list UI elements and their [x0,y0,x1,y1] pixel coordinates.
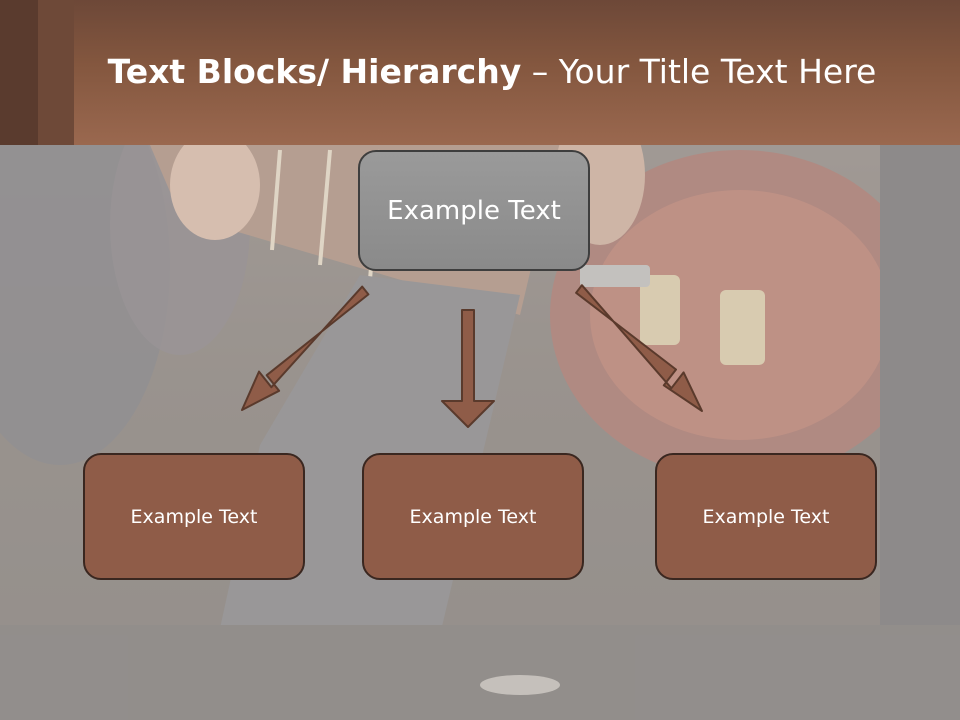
arrow-left [241,285,370,411]
child-box-center: Example Text [362,453,584,580]
top-level-box-label: Example Text [387,195,561,226]
child-box-label: Example Text [130,505,258,528]
arrow-center [441,309,495,428]
child-box-right: Example Text [655,453,877,580]
child-box-left: Example Text [83,453,305,580]
slide-title-separator: – [521,52,559,91]
header-band: Text Blocks/ Hierarchy – Your Title Text… [0,0,960,145]
arrow-right [575,284,703,412]
header-accent-stripe-2 [38,0,74,145]
slide-title: Text Blocks/ Hierarchy – Your Title Text… [0,52,960,91]
child-box-label: Example Text [409,505,537,528]
slide-title-rest: Your Title Text Here [558,52,877,91]
header-accent-stripe [0,0,38,145]
child-box-label: Example Text [702,505,830,528]
top-level-box: Example Text [358,150,590,271]
slide-title-bold: Text Blocks/ Hierarchy [107,52,522,91]
